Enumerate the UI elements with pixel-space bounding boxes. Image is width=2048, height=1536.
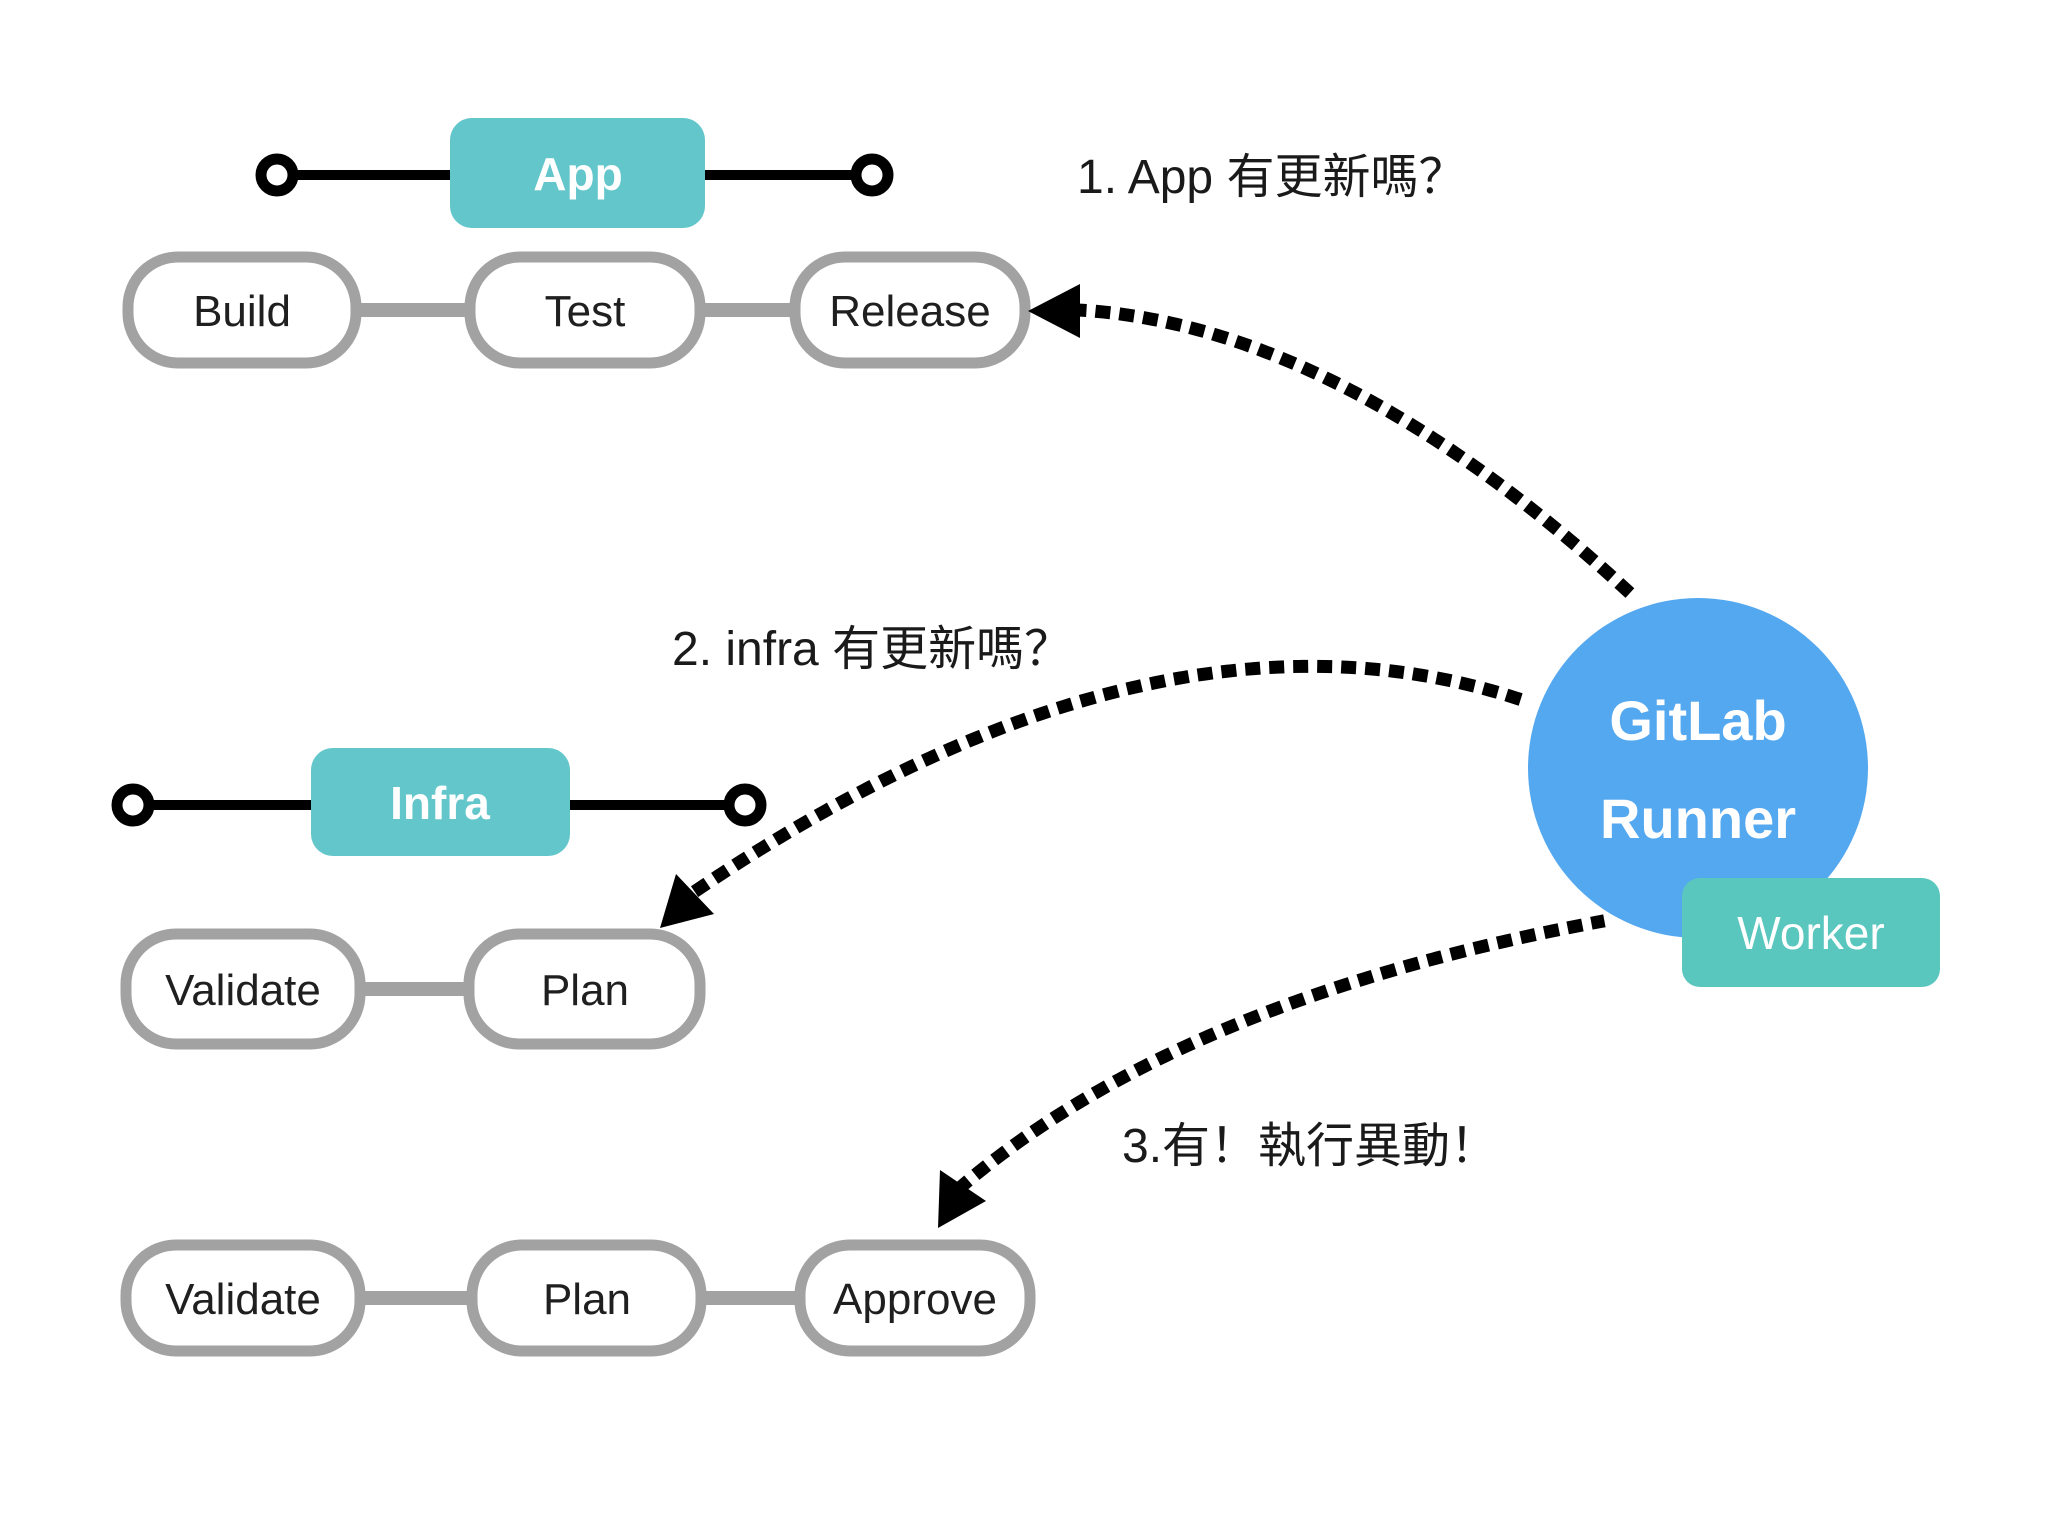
annotation-step1: 1. App 有更新嗎？ [1077,151,1466,204]
stage-pill-build [122,251,362,369]
query-arrow-infra-arrowhead-icon [660,874,714,928]
query-arrow-app [1071,303,1642,605]
stage-pill-infra-validate-label: Validate [165,966,321,1015]
stage-pill-test [464,251,706,369]
app-milestone-label: App [533,148,622,200]
infra-timeline-start-ring [111,783,155,827]
worker-badge [1682,878,1940,987]
stage-pill-build-label: Build [193,287,291,336]
stage-pill-infra-validate [120,928,366,1050]
annotation-step3: 3.有！執行異動！ [1122,1120,1498,1173]
stage-pill-approve [794,1239,1036,1357]
stage-pill-apply-validate [120,1239,366,1357]
stage-pill-approve-label: Approve [833,1275,997,1324]
app-milestone-box [450,118,705,228]
stage-pill-test-label: Test [545,287,626,336]
apply-arrow-arrowhead-icon [938,1170,986,1228]
gitlab-runner-label-line1: GitLab [1609,689,1786,752]
stage-pill-apply-plan [466,1239,707,1357]
worker-badge-label: Worker [1737,907,1884,959]
apply-arrow [952,914,1606,1196]
query-arrow-infra [690,659,1531,898]
infra-milestone-box [311,748,570,856]
infra-timeline-end-ring [723,783,767,827]
stage-pill-release [789,251,1031,369]
gitlab-runner-circle [1528,598,1868,938]
infra-milestone-label: Infra [390,777,490,829]
stage-pill-infra-plan [463,928,706,1050]
stage-pill-apply-validate-label: Validate [165,1275,321,1324]
gitlab-runner-label-line2: Runner [1600,787,1796,850]
annotation-step2: 2. infra 有更新嗎？ [672,623,1072,676]
stage-pill-infra-plan-label: Plan [541,966,629,1015]
query-arrow-app-arrowhead-icon [1028,284,1080,338]
stage-pill-release-label: Release [829,287,990,336]
app-timeline-start-ring [255,153,299,197]
stage-pill-apply-plan-label: Plan [543,1275,631,1324]
app-timeline-end-ring [850,153,894,197]
